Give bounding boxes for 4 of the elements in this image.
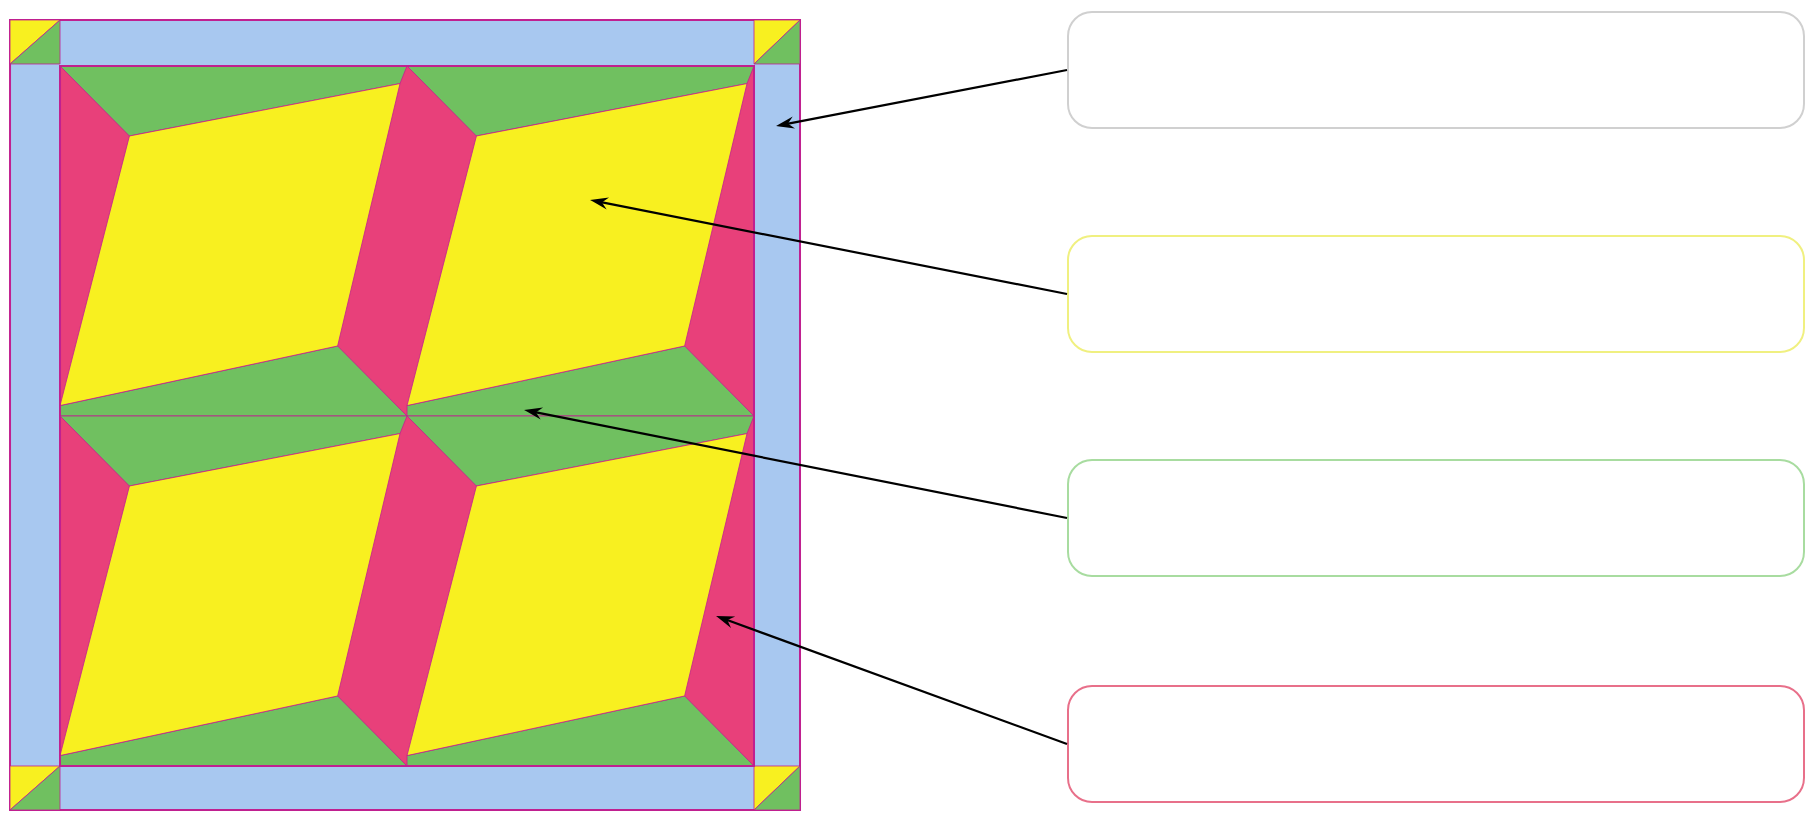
answer-box	[1067, 11, 1805, 129]
answer-box	[1067, 235, 1805, 353]
answer-box	[1067, 685, 1805, 803]
answer-box	[1067, 459, 1805, 577]
